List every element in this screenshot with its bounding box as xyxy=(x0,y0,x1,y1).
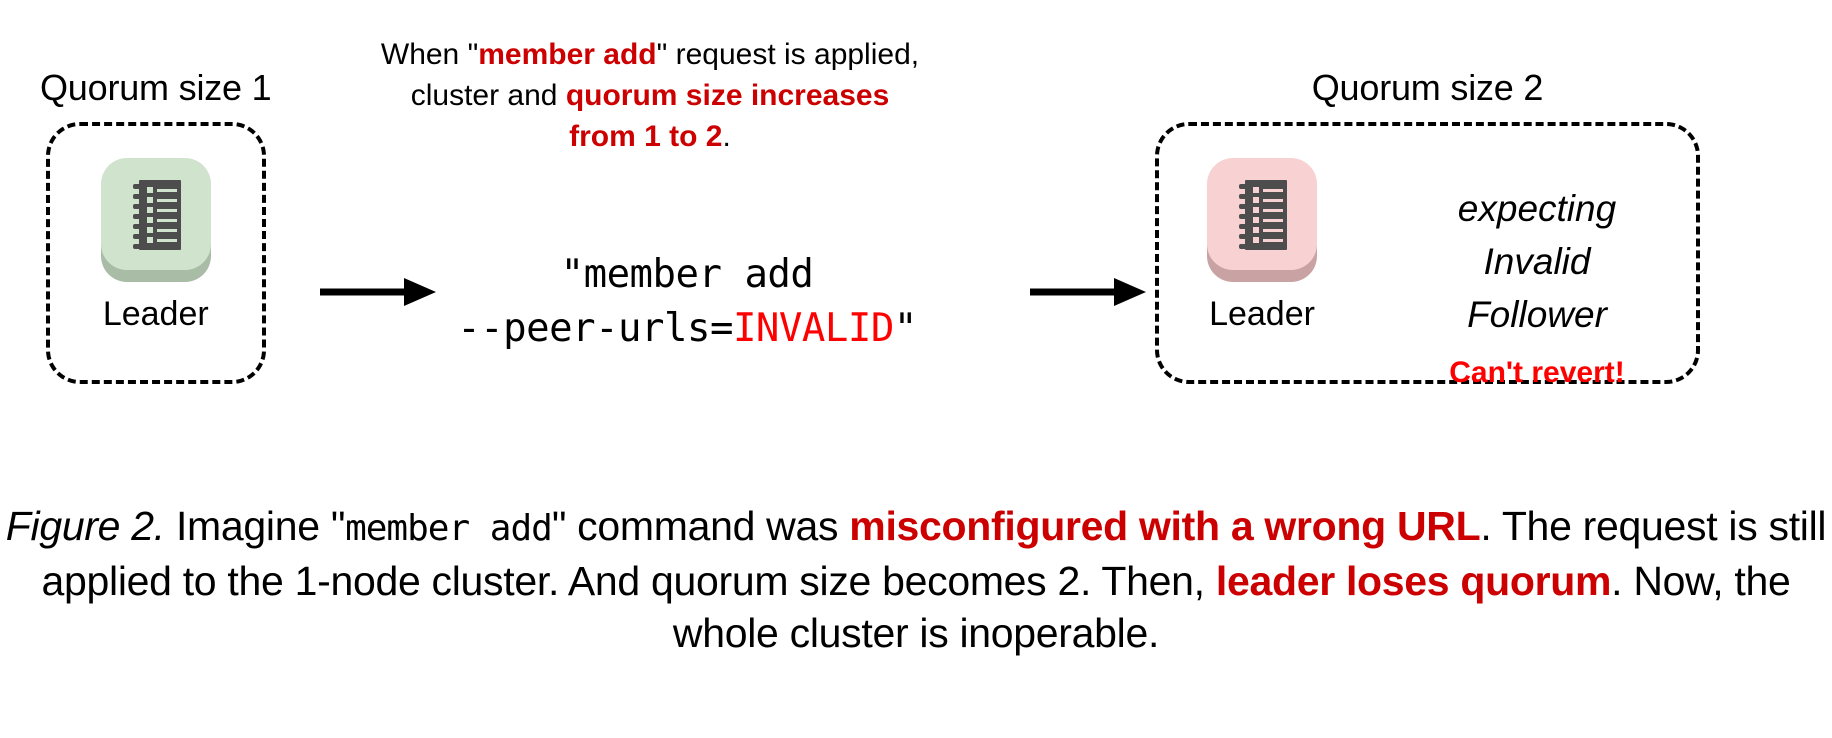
arrow-right-2 xyxy=(1030,278,1146,306)
command-line-2: --peer-urls=INVALID" xyxy=(452,302,922,356)
cluster-right: Quorum size 2 xyxy=(1155,66,1700,389)
cluster-left-node: Leader xyxy=(97,154,215,334)
cant-revert-alert: Can't revert! xyxy=(1449,356,1625,389)
command-close-quote: " xyxy=(893,306,917,351)
arrow-right-1 xyxy=(320,278,436,306)
cluster-right-status: expecting Invalid Follower Can't revert! xyxy=(1417,182,1657,391)
cluster-right-node-label: Leader xyxy=(1209,295,1315,333)
etcd-node-icon xyxy=(1203,154,1321,284)
figure-caption-emphasis-2: leader loses quorum xyxy=(1215,558,1612,604)
status-line-2: Invalid xyxy=(1483,241,1591,282)
command-text: "member add --peer-urls=INVALID" xyxy=(452,248,922,356)
cluster-left-node-label: Leader xyxy=(102,295,209,333)
cluster-left-box: Leader xyxy=(45,122,266,384)
figure-caption-seg-1: Imagine " xyxy=(164,503,346,549)
figure-caption-emphasis-1: misconfigured with a wrong URL xyxy=(849,503,1481,549)
figure-caption: Figure 2. Imagine "member add" command w… xyxy=(0,500,1832,659)
figure-caption-seg-2: " command was xyxy=(551,503,850,549)
cluster-left: Quorum size 1 xyxy=(40,66,272,384)
notebook-glyph-icon xyxy=(1239,180,1287,250)
figure-caption-seg-4: . Now, the whole cluster is inoperable. xyxy=(672,558,1791,656)
command-line-1: "member add xyxy=(560,252,814,297)
figure-caption-code-1: member add xyxy=(345,508,553,549)
top-annotation: When "member add" request is applied, cl… xyxy=(340,34,960,157)
command-invalid-value: INVALID xyxy=(732,306,894,351)
figure-caption-seg-3: . The request is still applied to the 1-… xyxy=(41,503,1827,604)
top-annotation-line-2: cluster and quorum size increases xyxy=(410,79,890,112)
command-flag: --peer-urls= xyxy=(457,306,733,351)
cluster-left-title: Quorum size 1 xyxy=(40,67,272,108)
cluster-right-node: Leader xyxy=(1203,154,1321,334)
status-line-3: Follower xyxy=(1467,294,1607,335)
notebook-glyph-icon xyxy=(132,180,181,250)
etcd-node-icon xyxy=(97,154,215,284)
top-annotation-line-1: When "member add" request is applied, xyxy=(380,38,920,71)
top-annotation-keyword-quorum-2: from 1 to 2 xyxy=(569,120,723,153)
top-annotation-line-3: from 1 to 2. xyxy=(569,120,731,153)
cluster-right-title: Quorum size 2 xyxy=(1311,67,1544,108)
figure-caption-label: Figure 2. xyxy=(5,503,165,549)
status-line-1: expecting xyxy=(1457,188,1617,229)
top-annotation-keyword-quorum-1: quorum size increases xyxy=(565,79,890,112)
diagram-canvas: When "member add" request is applied, cl… xyxy=(40,34,1700,389)
top-annotation-keyword-member-add: member add xyxy=(478,38,657,71)
cluster-right-box: Leader expecting Invalid Follower Can't … xyxy=(1155,122,1700,389)
